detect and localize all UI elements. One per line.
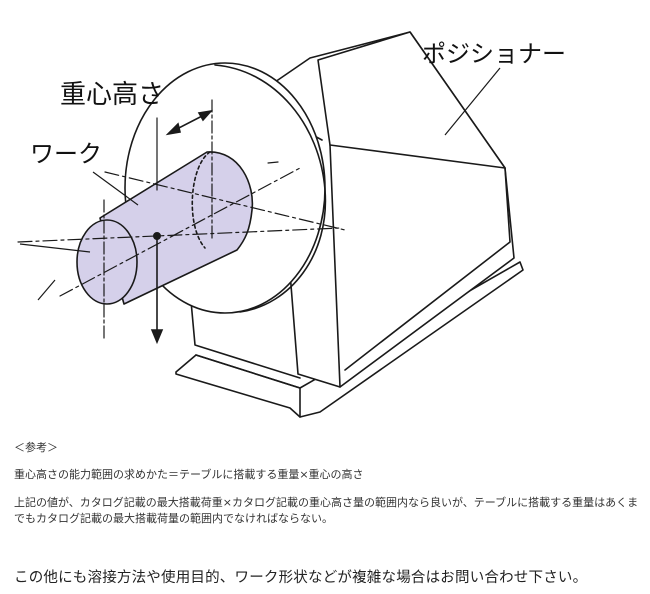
axis-centerline — [17, 227, 341, 243]
notes-body: 上記の値が、カタログ記載の最大搭載荷重×カタログ記載の重心高さ量の範囲内なら良い… — [14, 496, 639, 525]
table-disc-rim — [214, 64, 327, 313]
left-lower-line — [37, 279, 56, 301]
reference-notes: ＜参考＞ 重心高さの能力範囲の求めかた＝テーブルに搭載する重量×重心の高さ 上記… — [14, 440, 639, 527]
positioner-diagram: ポジショナー 重心高さ ワーク — [17, 31, 566, 418]
table-axis-line — [104, 171, 346, 231]
work-label: ワーク — [30, 140, 102, 168]
cog-height-arrowhead-left — [165, 122, 181, 136]
cog-height-label: 重心高さ — [60, 80, 164, 110]
left-extension-line — [19, 243, 91, 253]
formula-text: 重心高さの能力範囲の求めかた＝テーブルに搭載する重量×重心の高さ — [14, 468, 364, 481]
housing-edge-2 — [344, 167, 511, 371]
work-cylinder-end — [76, 219, 138, 305]
disc-right-center — [267, 161, 279, 164]
reference-heading: ＜参考＞ — [14, 441, 58, 454]
positioner-label: ポジショナー — [422, 40, 566, 68]
work-cylinder-hidden-edge — [191, 151, 211, 249]
housing-edge-1 — [329, 144, 341, 388]
cylinder-axis-line — [59, 167, 301, 297]
work-cylinder-body — [99, 151, 254, 305]
cog-height-arrowhead-right — [197, 109, 214, 122]
positioner-leader — [444, 67, 501, 136]
base-plate-edge — [195, 354, 301, 418]
work-leader — [92, 171, 139, 206]
contact-text: この他にも溶接方法や使用目的、ワーク形状などが複雑な場合はお問い合わせ下さい。 — [14, 570, 588, 586]
cog-gravity-arrowhead — [150, 329, 164, 345]
